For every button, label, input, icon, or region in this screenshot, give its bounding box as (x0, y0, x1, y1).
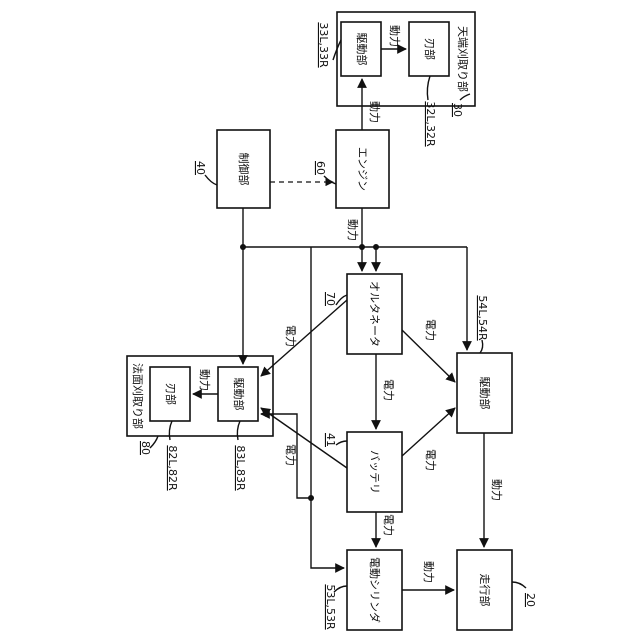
junction-dot (359, 244, 365, 250)
electric-label-battery-left: 電力 (284, 444, 297, 466)
battery-block: バッテリ (347, 432, 402, 512)
drive-top-block: 駆動部 (341, 22, 381, 76)
cylinder-block: 電動シリンダ (347, 550, 402, 630)
leader-drive-left (237, 421, 240, 440)
drive-top-label: 駆動部 (355, 33, 369, 66)
drive-left-label: 駆動部 (232, 378, 246, 411)
control-block: 制御部 (217, 130, 270, 208)
ref-top-group: 30 (451, 103, 464, 117)
leader-traveling (512, 582, 526, 588)
electric-label-battery-mid: 電力 (424, 449, 437, 471)
ref-blade-top: 32L,32R (424, 101, 437, 147)
leader-top-group (460, 94, 470, 100)
power-label-cyl-traveling: 動力 (422, 561, 436, 583)
ref-battery: 41 (324, 433, 337, 447)
electric-label-alt-battery: 電力 (382, 379, 395, 401)
leader-engine (324, 176, 336, 184)
ref-traveling: 20 (524, 593, 537, 607)
blade-top-block: 刃部 (409, 22, 449, 76)
traveling-block: 走行部 (457, 550, 512, 630)
leader-drive-mid (480, 340, 483, 353)
power-label-top-blade: 動力 (388, 25, 402, 47)
junction-dot (240, 244, 246, 250)
power-label-left-blade: 動力 (198, 369, 212, 391)
blade-top-label: 刃部 (423, 38, 437, 60)
control-label: 制御部 (237, 153, 251, 186)
blade-left-block: 刃部 (150, 367, 190, 421)
engine-label: エンジン (356, 147, 369, 191)
leader-blade-top (427, 76, 430, 100)
junction-dot (373, 244, 379, 250)
blade-left-label: 刃部 (164, 383, 178, 405)
traveling-label: 走行部 (478, 574, 492, 607)
junction-dot (308, 495, 314, 501)
electric-label-alt-left: 電力 (284, 325, 297, 347)
power-label-drive-traveling: 動力 (490, 479, 504, 501)
cylinder-label: 電動シリンダ (368, 557, 382, 623)
leader-blade-left (169, 421, 172, 440)
top-group-title: 天端刈取り部 (456, 26, 470, 92)
battery-label: バッテリ (368, 450, 381, 494)
ref-drive-mid: 54L,54R (476, 295, 489, 341)
alternator-to-drive-left-line (261, 300, 347, 376)
electric-label-battery-cyl: 電力 (382, 514, 395, 536)
leader-control (205, 175, 217, 185)
power-label-engine-down: 動力 (346, 219, 360, 241)
ref-engine: 60 (314, 161, 327, 175)
drive-left-block: 駆動部 (218, 367, 258, 421)
power-label-engine-up: 動力 (368, 101, 382, 123)
alternator-block: オルタネータ (347, 274, 402, 354)
engine-block: エンジン (336, 130, 389, 208)
ref-blade-left: 82L,82R (166, 445, 179, 491)
drive-mid-label: 駆動部 (478, 377, 492, 410)
ref-alternator: 70 (324, 292, 337, 306)
ref-control: 40 (194, 161, 207, 175)
ref-drive-top: 33L,33R (317, 22, 330, 68)
ref-drive-left: 83L,83R (234, 445, 247, 491)
drive-mid-block: 駆動部 (457, 353, 512, 433)
electric-label-alt-mid: 電力 (424, 319, 437, 341)
left-group-title: 法面刈取り部 (131, 363, 145, 429)
alternator-label: オルタネータ (368, 281, 381, 347)
